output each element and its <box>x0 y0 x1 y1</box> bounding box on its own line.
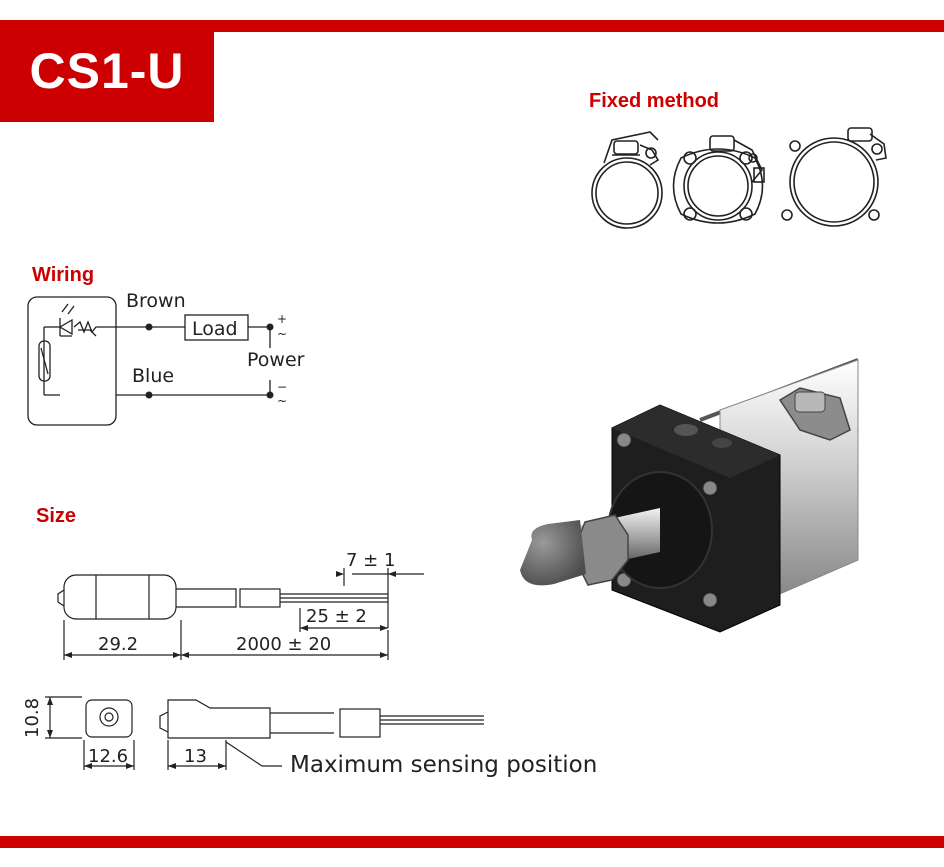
sensor-end-view <box>85 699 133 738</box>
blue-label: Blue <box>132 365 174 387</box>
power-label: Power <box>247 349 305 371</box>
dim-7-label: 7 ± 1 <box>346 550 395 571</box>
sensor-body-outline <box>27 296 117 426</box>
wiring-heading: Wiring <box>32 264 95 286</box>
dim-25-label: 25 ± 2 <box>306 606 367 627</box>
sensor-side-view <box>167 699 271 739</box>
top-accent-bar <box>0 20 944 32</box>
minus-sign: − <box>277 380 287 394</box>
max-sensing-caption: Maximum sensing position <box>290 752 598 778</box>
plus-sign: + <box>277 312 287 326</box>
dim-13-label: 13 <box>184 746 207 767</box>
load-box <box>184 314 249 341</box>
bottom-accent-bar <box>0 836 944 848</box>
dim-29-label: 29.2 <box>98 634 138 655</box>
dim-2000-label: 2000 ± 20 <box>236 634 331 655</box>
ac-sign-bottom: ~ <box>277 394 287 408</box>
clamp-mount-1-icon <box>591 131 663 229</box>
fixed-method-heading: Fixed method <box>589 90 720 112</box>
dim-108-label: 10.8 <box>22 698 43 738</box>
brown-label: Brown <box>126 290 186 312</box>
page-title-text: CS1-U <box>29 43 185 99</box>
clamp-mount-3-icon <box>781 127 887 227</box>
sensor-body-top <box>63 574 177 620</box>
size-heading: Size <box>36 505 77 527</box>
ac-sign-top: ~ <box>277 327 287 341</box>
dim-126-label: 12.6 <box>88 746 128 767</box>
page-title: CS1-U <box>0 20 214 122</box>
clamp-mount-2-icon <box>672 135 765 224</box>
load-label: Load <box>192 318 238 340</box>
